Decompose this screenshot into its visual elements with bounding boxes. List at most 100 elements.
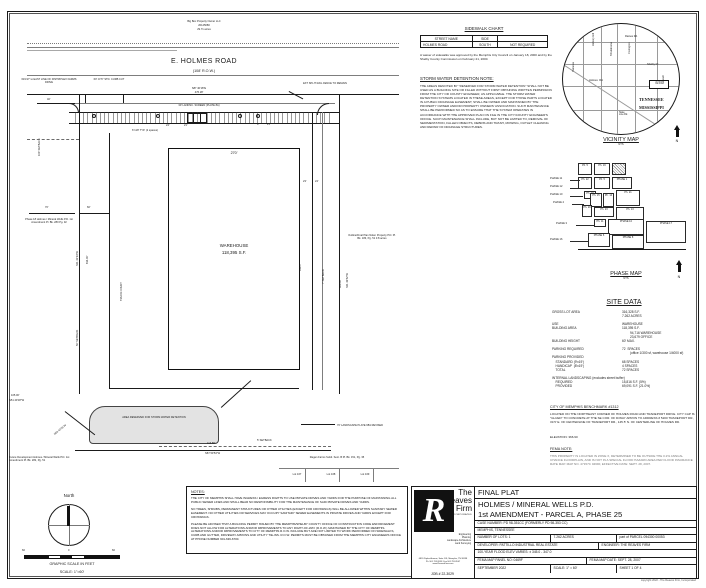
vmap-road-tchulahoma	[617, 24, 618, 134]
sw-bearing-label: N51 40'18"W	[9, 399, 25, 402]
cell-side: SOUTH	[471, 41, 499, 49]
title-block: The Reaves Firm INCORPORATED R Engineeri…	[411, 486, 697, 579]
row-edge-2	[27, 75, 399, 76]
pcell-ph11: Ph. 11	[594, 219, 606, 227]
site-data-label: HANDICAP (8'x19')	[552, 363, 584, 368]
cell-street-name: HOLMES ROAD	[420, 41, 473, 49]
site-data-value-group: 69,091 S.F. (21.0%)	[622, 384, 698, 388]
parking-hatch-right	[207, 112, 333, 123]
dim-70-label: 70'	[45, 206, 49, 209]
dim-270-label: 270'	[230, 151, 238, 155]
fema-note-body: THIS PROPERTY IS LOCATED IN ZONE X, DETE…	[550, 454, 693, 467]
landsc-screen-top	[75, 103, 335, 104]
vmap-road-holmes	[563, 86, 679, 87]
pcell-ph20: Ph. 20	[582, 205, 592, 217]
south-bearing-label: N87 50'54"W	[205, 452, 221, 455]
plat-scale: SCALE: 1" = 60'	[551, 565, 617, 573]
pcell-ph23: Ph. 23	[594, 207, 614, 217]
firm-logo-pane: The Reaves Firm INCORPORATED R Engineeri…	[412, 487, 475, 578]
site-data-label: USE	[552, 322, 559, 327]
dim-438-label: 438.5'	[299, 263, 303, 271]
setback-100-line	[27, 139, 79, 140]
engineer: ENGINEER: THE REAVES FIRM	[601, 542, 651, 547]
dim-9-label: 9'	[257, 123, 259, 126]
fema-map-date: FEMA MAP DATE: SEPT. 28, 2007	[589, 557, 641, 562]
detention-label: AREA RESERVED FOR STORM WATER DETENTION	[122, 416, 186, 419]
benchmark-elevation: ELEVATION: 366.90	[550, 435, 578, 439]
site-data-label: GROSS LOT AREA	[552, 310, 580, 314]
vmap-road-diagonal	[563, 60, 658, 126]
title-block-rows: FINAL PLAT HOLMES / MINERAL WELLS P.D. 1…	[475, 487, 696, 578]
landsc-screen-label: 30' LANDSC. SCREEN (PLATE 8A)	[178, 104, 220, 107]
east-line-callout: 619.97' to EAST LINE OF DISTRIPLEX FARMS…	[21, 78, 77, 84]
pcell-site	[612, 163, 626, 175]
north-owner-inst: 20145080	[198, 24, 210, 27]
dim-40-label: 40'	[47, 98, 51, 101]
north-bearing: S87 40'18"E	[191, 87, 207, 90]
site-data-value-group: WAREHOUSE	[622, 322, 698, 326]
vicinity-north-arrow-tail	[675, 130, 679, 137]
south-property-line	[75, 450, 331, 451]
split-rail-leader	[288, 91, 304, 99]
pcell-ph19: Ph. 19	[594, 163, 610, 175]
project-location: MEMPHIS, TENNESSEE	[477, 528, 515, 533]
detention-area	[89, 406, 219, 444]
case-number: CASE NUMBER: PD 98-351CC (FORMERLY PD 98…	[477, 521, 568, 526]
north-owner-label: Big Box Property Owner LLC	[187, 20, 221, 23]
phase18-label: Phase 18 Holmes / Mineral Wells P.D. 1st…	[25, 218, 73, 224]
vmap-label-getwell: Getwell	[662, 75, 665, 84]
site-data-label: TOTAL	[552, 367, 566, 372]
truck-court-label: TRUCK COURT	[120, 282, 124, 301]
road-centerline-left	[27, 50, 177, 51]
site-data-value: 4 SPACES	[622, 363, 638, 368]
site-data-label: BUILDING AREA	[552, 326, 577, 331]
site-data-label: PARKING PROVIDED	[552, 355, 584, 360]
site-data-value: 72 SPACES	[622, 367, 640, 372]
benchmark-title: CITY OF MEMPHIS BENCHMARK #1312	[550, 405, 619, 409]
building-area-label: 118,395 S.F.	[221, 250, 247, 255]
firm-name-line2: Reaves	[444, 496, 472, 506]
site-data-row: USE WAREHOUSE	[552, 322, 698, 326]
parking-strip-top	[69, 112, 339, 113]
site-data-label: INTERNAL LANDSCAPING (excludes street bu…	[552, 376, 625, 381]
north-owner-acres: 29.71 acres	[197, 28, 211, 31]
site-data-value: 68 SPACES	[622, 359, 640, 364]
handicap-stall-group	[187, 112, 207, 123]
titleblock-row-case: CASE NUMBER: PD 98-351CC (FORMERLY PD 98…	[475, 521, 696, 528]
site-data-label: REQUIRED	[552, 380, 573, 385]
plead-3	[576, 225, 594, 226]
sheet-number: SHEET 1 OF 4	[619, 566, 642, 571]
phase-map-title: PHASE MAP	[610, 271, 642, 277]
dim-60-line	[79, 213, 109, 214]
phase-north-arrow-tail	[677, 265, 681, 272]
storm-note-title: STORM WATER DETENTION NOTE:	[420, 76, 494, 81]
notes-block: NOTES: THE CITY OF MEMPHIS SHALL HAVE IN…	[186, 486, 408, 554]
site-plan-drawing: Big Box Property Owner LLC 20145080 29.7…	[9, 13, 409, 483]
sidewalk-chart-table: STREET NAME SIDE HOLMES ROAD SOUTH NOT R…	[420, 34, 548, 49]
site-data-row: HANDICAP (8'x19') 4 SPACES	[552, 364, 698, 368]
light-pole-symbol-4	[256, 114, 260, 118]
storm-note-body: THE AREAS DENOTED BY "RESERVED FOR STORM…	[420, 84, 553, 129]
vmap-road-hickory	[601, 24, 602, 134]
dim-70-line	[29, 213, 75, 214]
landscape-revised-leader	[301, 424, 335, 425]
east-bearing-label: S01 43'52"W	[346, 272, 350, 288]
plead-4	[572, 204, 584, 205]
phase-map-subtitle: NTS	[623, 277, 629, 280]
vmap-road-malone	[635, 24, 636, 134]
note-item: PLEASE BE ADVISED THAT A BUILDING PERMIT…	[191, 521, 401, 542]
firm-name-line3: Firm	[456, 504, 472, 514]
firm-name-line1: The	[458, 488, 472, 497]
plabel-phase12: PHASE 12	[550, 185, 563, 188]
site-data-value: 23,679 OFFICE	[630, 334, 653, 339]
developer: DEVELOPER: PATTILLO INDUSTRIAL REAL ESTA…	[475, 542, 599, 549]
site-data-row: REQUIRED 15,816 S.F. (5%)	[552, 380, 698, 384]
future-development-label: Future Development Holmes / Mineral Well…	[9, 456, 70, 462]
vmap-label-tchulahoma: Tchulahoma	[610, 42, 613, 56]
site-data-value: 15,816 S.F. (5%)	[622, 380, 646, 385]
vmap-label-swinnea: Swinnea	[572, 62, 575, 72]
road-row-label: (108' R.O.W.)	[192, 69, 216, 73]
titleblock-row-doctype: FINAL PLAT	[475, 487, 696, 499]
